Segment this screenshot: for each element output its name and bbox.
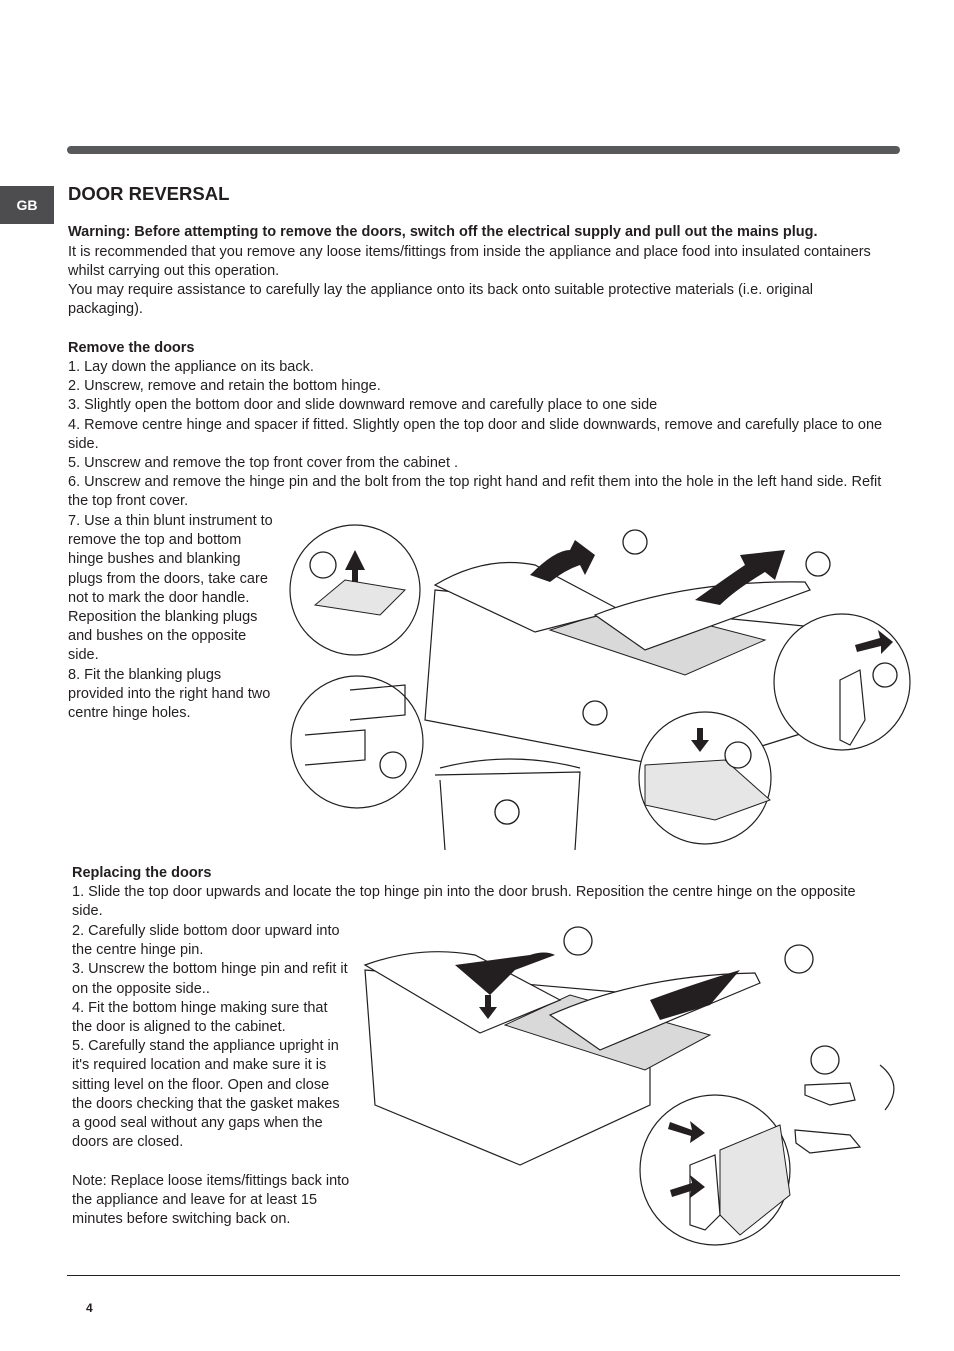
list-item: 1. Lay down the appliance on its back. bbox=[68, 359, 314, 375]
replace-doors-illustration bbox=[363, 926, 895, 1246]
replace-step-1: 1. Slide the top door upwards and locate… bbox=[72, 884, 856, 920]
section-title: DOOR REVERSAL bbox=[68, 183, 230, 204]
top-rule bbox=[67, 146, 900, 154]
intro-paragraph-1: It is recommended that you remove any lo… bbox=[68, 244, 871, 280]
list-item: 5. Unscrew and remove the top front cove… bbox=[68, 455, 459, 472]
list-item: 2. Carefully slide bottom door upward in… bbox=[72, 923, 340, 959]
list-item: 4. Fit the bottom hinge making sure that… bbox=[72, 999, 328, 1036]
remove-doors-heading: Remove the doors bbox=[68, 340, 195, 356]
remove-step-7: 7. Use a thin blunt instrument to remove… bbox=[68, 513, 273, 664]
language-tab: GB bbox=[0, 186, 54, 224]
remove-doors-illustration bbox=[289, 524, 911, 850]
list-item: 6. Unscrew and remove the hinge pin and … bbox=[68, 474, 882, 510]
list-item: 2. Unscrew, remove and retain the bottom… bbox=[68, 378, 381, 395]
warning-text: Warning: Before attempting to remove the… bbox=[68, 224, 818, 240]
remove-steps-list: 1. Lay down the appliance on its back. 2… bbox=[68, 358, 888, 512]
list-item: 5. Carefully stand the appliance upright… bbox=[72, 1038, 340, 1151]
bottom-rule bbox=[67, 1275, 900, 1276]
replace-steps-list: 2. Carefully slide bottom door upward in… bbox=[72, 922, 350, 1152]
list-item: 4. Remove centre hinge and spacer if fit… bbox=[68, 416, 883, 452]
intro-paragraph-2: You may require assistance to carefully … bbox=[68, 282, 814, 318]
remove-step-8: 8. Fit the blanking plugs provided into … bbox=[68, 667, 271, 722]
replacing-doors-heading: Replacing the doors bbox=[72, 865, 212, 881]
replace-note: Note: Replace loose items/fittings back … bbox=[72, 1173, 350, 1228]
page-number: 4 bbox=[86, 1301, 93, 1315]
list-item: 3. Slightly open the bottom door and sli… bbox=[68, 397, 658, 414]
list-item: 3. Unscrew the bottom hinge pin and refi… bbox=[72, 961, 348, 997]
